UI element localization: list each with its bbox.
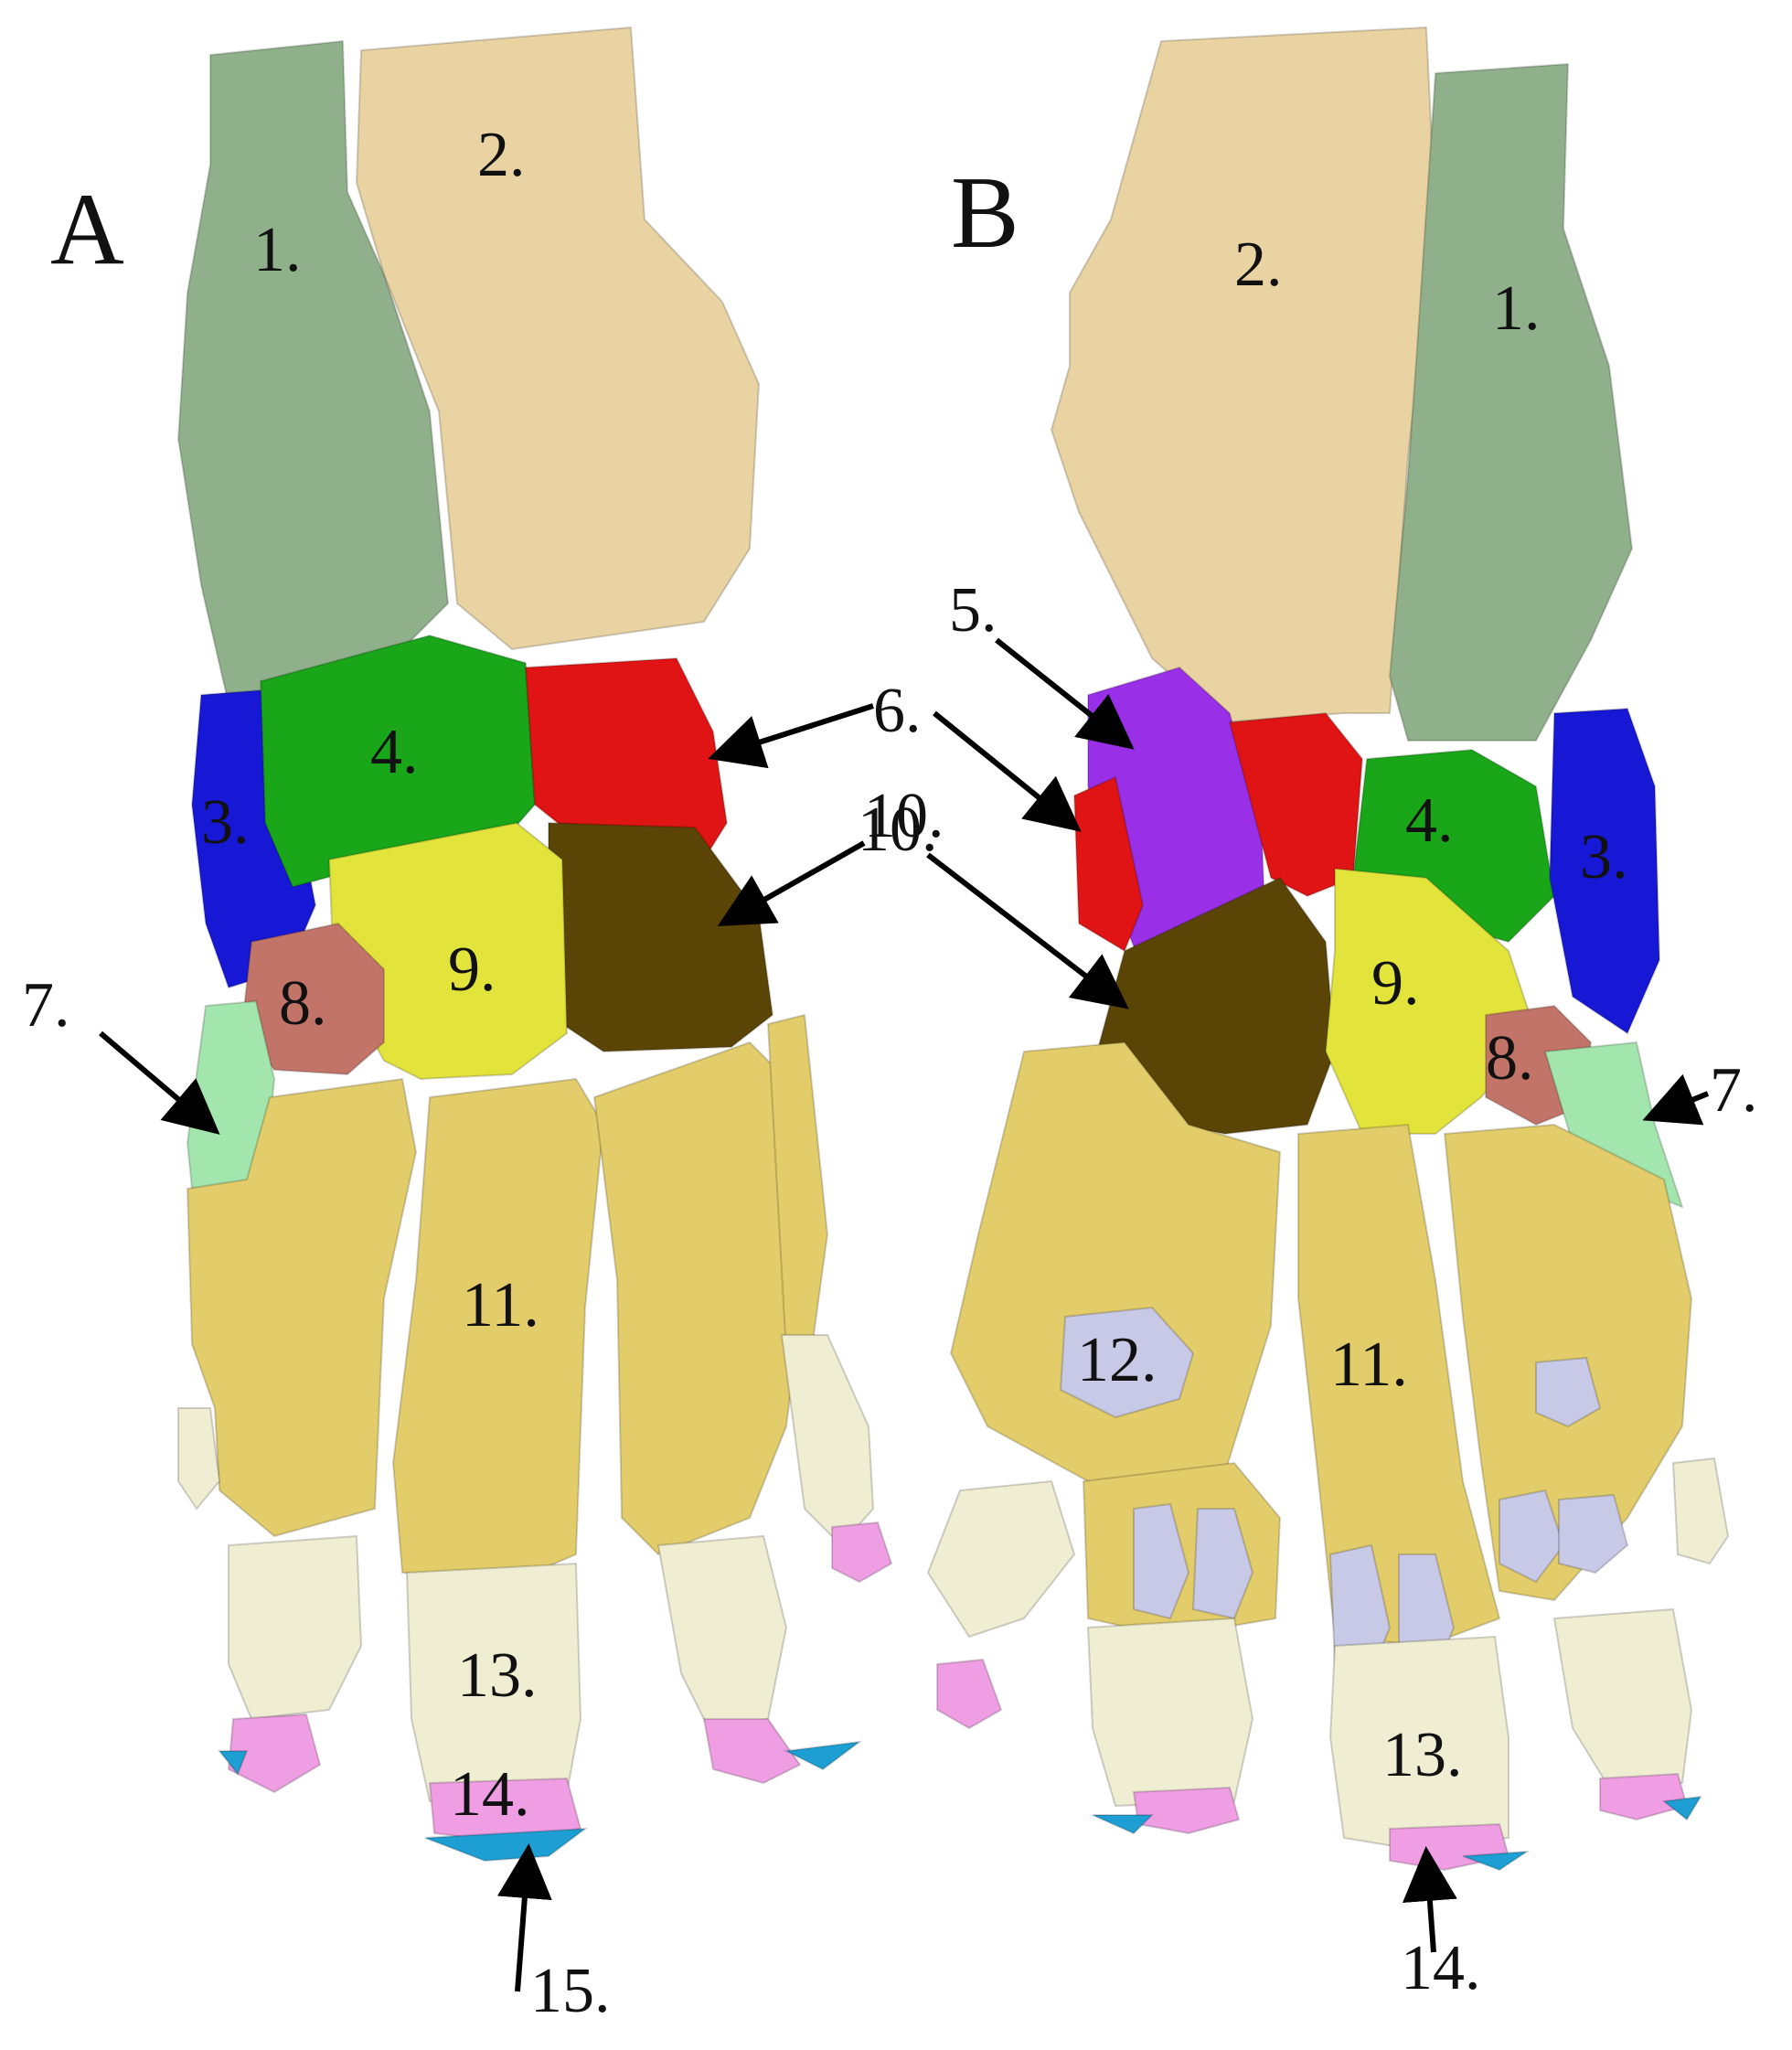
arrow-a-6 [708, 703, 874, 769]
labels: A B 1. 2. 3. 4. 6. 7. 8. 9. 10. 11. 13. … [22, 120, 1758, 2026]
bone-9-b [1324, 867, 1538, 1135]
label-b-7: 7. [1710, 1055, 1758, 1126]
bone-12-b-1 [1059, 1306, 1195, 1419]
bone-12-b-3 [1191, 1508, 1254, 1620]
label-b-8: 8. [1486, 1023, 1534, 1094]
bone-12-b-2 [1133, 1502, 1190, 1620]
arrow-a-10 [717, 840, 866, 926]
bone-11-b-3 [1297, 1123, 1501, 1648]
bone-6-b [1072, 775, 1145, 953]
panel-label-a: A [50, 173, 124, 286]
label-b-14: 14. [1401, 1933, 1481, 2003]
arrow-a-15 [496, 1843, 552, 1992]
bone-14-a-3 [702, 1718, 802, 1785]
label-b-10: 10. [858, 795, 938, 865]
bone-3-b [1548, 707, 1661, 1035]
bone-11-a-1 [186, 1077, 418, 1538]
bone-14-b-3 [1599, 1772, 1689, 1821]
panel-a [176, 26, 893, 1863]
label-a-4: 4. [370, 717, 419, 787]
bone-13-a-1 [228, 1534, 363, 1721]
label-b-4: 4. [1405, 785, 1454, 856]
bone-10-a [548, 821, 774, 1053]
label-b-3: 3. [1580, 822, 1628, 892]
label-b-1: 1. [1492, 273, 1541, 344]
panel-label-b: B [951, 156, 1019, 270]
leader-lines [99, 637, 1710, 1992]
bone-2-b [1050, 26, 1437, 724]
bone-14-b-4 [936, 1658, 1003, 1730]
bone-13-a-4 [780, 1334, 875, 1547]
arrow-b-10 [926, 852, 1129, 1009]
arrow-b-6 [933, 710, 1082, 832]
bone-1-b [1388, 62, 1634, 742]
bone-13-a-3 [656, 1534, 788, 1730]
label-b-11: 11. [1330, 1329, 1408, 1400]
label-a-7: 7. [22, 970, 70, 1041]
bone-12-b-8 [1535, 1356, 1602, 1428]
bone-12-b-6 [1499, 1489, 1565, 1584]
bone-13-b-1 [1086, 1617, 1254, 1808]
label-b-13: 13. [1382, 1720, 1463, 1790]
label-a-15: 15. [530, 1956, 611, 2026]
bone-13-b-5 [1671, 1457, 1730, 1565]
bone-13-b-4 [926, 1479, 1076, 1639]
bone-15-b-1 [1092, 1814, 1155, 1835]
label-b-9: 9. [1371, 948, 1420, 1019]
label-a-11: 11. [462, 1270, 539, 1340]
arrow-b-14 [1402, 1846, 1457, 1953]
label-b-12: 12. [1077, 1325, 1157, 1395]
bone-14-b-1 [1132, 1786, 1241, 1835]
bone-15-b-3 [1661, 1795, 1702, 1821]
label-a-3: 3. [201, 787, 250, 858]
label-a-13: 13. [457, 1640, 538, 1711]
panel-b [926, 26, 1730, 1872]
label-a-2: 2. [477, 120, 526, 190]
label-a-6: 6. [873, 676, 922, 746]
bone-13-a-5 [177, 1407, 221, 1511]
arrow-a-7 [99, 1030, 220, 1135]
bone-14-a-4 [831, 1521, 893, 1584]
label-b-5: 5. [949, 575, 997, 646]
bone-2-a [355, 26, 761, 651]
bone-15-a-2 [783, 1740, 863, 1771]
label-a-10: 10. [864, 781, 944, 851]
bone-15-b-2 [1462, 1850, 1531, 1872]
bone-13-b-3 [1552, 1607, 1693, 1789]
bone-11-a-3 [592, 1041, 806, 1556]
bone-12-b-7 [1558, 1493, 1629, 1575]
bone-15-a-3 [217, 1750, 249, 1776]
arrow-b-7 [1642, 1073, 1710, 1126]
label-a-8: 8. [279, 968, 327, 1039]
label-a-14: 14. [450, 1759, 530, 1830]
label-a-9: 9. [448, 934, 496, 1005]
arrow-b-5 [995, 637, 1135, 750]
label-a-1: 1. [253, 215, 302, 285]
label-b-2: 2. [1234, 230, 1283, 300]
